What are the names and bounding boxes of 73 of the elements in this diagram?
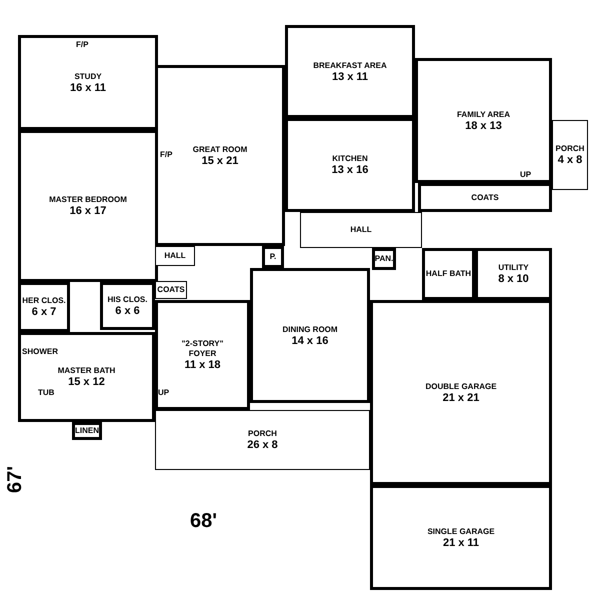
room-dimensions: 16 x 17 xyxy=(70,205,106,217)
room-dimensions: 26 x 8 xyxy=(247,439,278,451)
room-name: KITCHEN xyxy=(332,154,368,164)
room-name: HER CLOS. xyxy=(22,296,66,306)
dimension-label: 68' xyxy=(190,510,218,533)
room-note: "2-STORY" xyxy=(182,339,224,349)
room-outline xyxy=(18,130,158,282)
room-name: STUDY xyxy=(74,72,102,82)
room-dimensions: 13 x 11 xyxy=(332,70,368,82)
room-name: FAMILY AREA xyxy=(456,110,510,120)
dimension-label: 67' xyxy=(4,466,27,493)
room-name: SINGLE GARAGE xyxy=(427,526,495,536)
room-outline xyxy=(300,212,422,248)
room-name: MASTER BATH xyxy=(58,366,116,376)
room-dimensions: 11 x 18 xyxy=(184,359,221,371)
room-dimensions: 16 x 11 xyxy=(70,82,106,94)
room-name: LINEN xyxy=(75,426,99,436)
room-outline xyxy=(155,246,195,266)
room-name: HALL xyxy=(164,251,186,261)
room-outline xyxy=(422,248,475,300)
room-name: FOYER xyxy=(188,349,216,359)
room-dimensions: 4 x 8 xyxy=(558,154,582,166)
stair-label: UP xyxy=(158,388,170,397)
room-outline xyxy=(285,118,415,212)
room-name: DINING ROOM xyxy=(282,324,338,334)
room-name: HALL xyxy=(350,225,372,235)
room-name: P. xyxy=(270,252,276,262)
room-outline xyxy=(18,282,70,332)
room-dimensions: 6 x 6 xyxy=(115,305,140,317)
room-outline xyxy=(552,120,588,190)
fireplace-label: F/P xyxy=(160,150,172,159)
room-outline xyxy=(262,246,284,268)
room-outline xyxy=(100,282,155,330)
room-outline xyxy=(155,410,370,470)
room-dimensions: 6 x 7 xyxy=(32,306,56,318)
room-name: UTILITY xyxy=(498,263,529,273)
room-name: MASTER BEDROOM xyxy=(49,195,127,205)
room-dimensions: 21 x 21 xyxy=(442,392,480,404)
room-outline xyxy=(250,268,370,403)
room-outline xyxy=(155,281,187,299)
room-outline xyxy=(370,485,552,590)
room-name: HIS CLOS. xyxy=(107,295,148,305)
room-name: COATS xyxy=(471,192,499,202)
room-outline xyxy=(415,58,552,183)
room-name: HALF BATH xyxy=(426,269,472,279)
room-outline xyxy=(370,300,552,485)
room-outline xyxy=(72,422,102,440)
room-dimensions: 18 x 13 xyxy=(465,120,502,132)
room-name: PORCH xyxy=(556,144,584,154)
room-name: PORCH xyxy=(248,429,277,439)
room-name: PAN. xyxy=(374,254,394,264)
room-name: BREAKFAST AREA xyxy=(313,60,387,70)
room-outline xyxy=(155,300,250,410)
room-name: GREAT ROOM xyxy=(192,144,248,154)
room-outline xyxy=(155,65,285,246)
room-outline xyxy=(18,35,158,130)
room-dimensions: 15 x 21 xyxy=(202,154,238,166)
room-dimensions: 15 x 12 xyxy=(68,376,105,388)
room-outline xyxy=(418,183,552,212)
room-dimensions: 8 x 10 xyxy=(498,273,529,285)
room-dimensions: 14 x 16 xyxy=(292,334,328,346)
fixture-label: TUB xyxy=(38,388,54,397)
stair-label: UP xyxy=(520,170,532,179)
room-outline xyxy=(372,248,396,270)
room-outline xyxy=(285,25,415,118)
room-outline xyxy=(475,248,552,300)
room-name: DOUBLE GARAGE xyxy=(425,382,497,392)
room-outline xyxy=(18,332,155,422)
room-name: COATS xyxy=(157,285,185,295)
fireplace-label: F/P xyxy=(76,40,88,49)
room-dimensions: 21 x 11 xyxy=(442,536,480,548)
fixture-label: SHOWER xyxy=(22,347,58,356)
room-dimensions: 13 x 16 xyxy=(332,164,368,176)
